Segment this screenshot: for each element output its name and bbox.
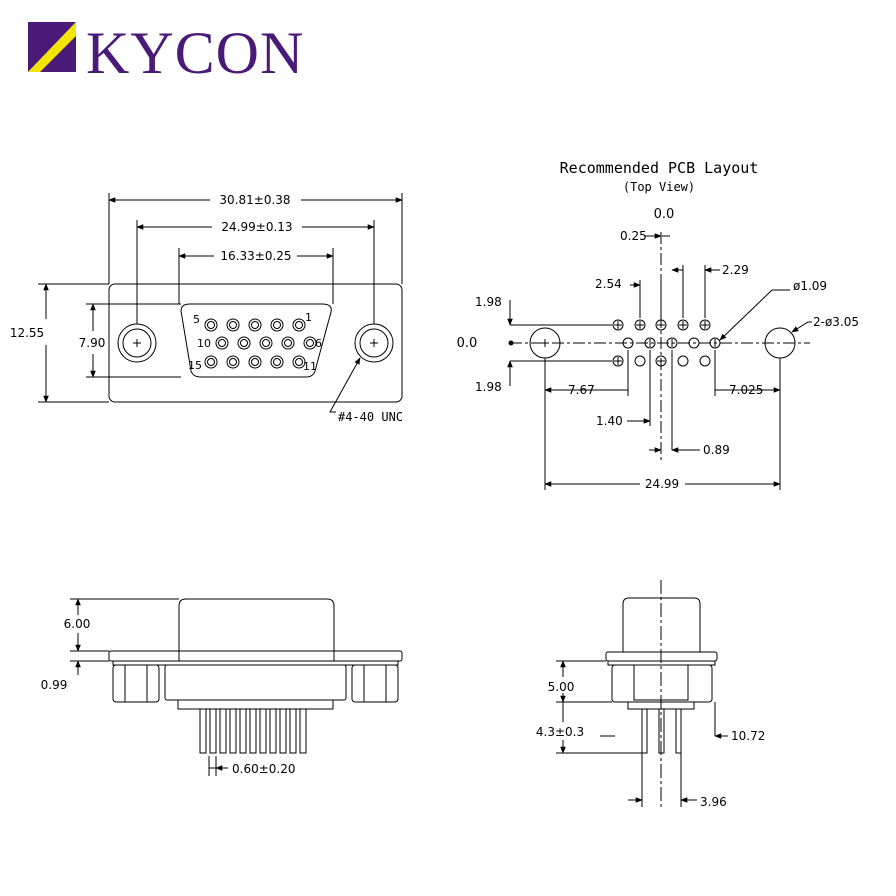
front-view-labels: 30.81±0.38 24.99±0.13 16.33±0.25 12.55 7…	[10, 193, 403, 424]
pin-label-6: 6	[315, 337, 322, 350]
end-pin-mid	[658, 708, 665, 754]
pcb-subtitle: (Top View)	[623, 180, 695, 194]
end-view	[556, 580, 728, 810]
pin-label-1: 1	[305, 311, 312, 324]
logo-triangle-purple-bottom	[40, 36, 76, 72]
pcb-layout-view	[507, 232, 812, 490]
pcb-origin-y: 0.0	[457, 336, 478, 351]
pcb-origin-x: 0.0	[654, 207, 675, 222]
front-view	[38, 193, 403, 413]
pcb-mount-spacing: 24.99	[645, 477, 679, 491]
kycon-logo: KYCON	[28, 20, 304, 86]
pcb-hole-dia: ø1.09	[793, 279, 827, 293]
mount-hole-left-inner	[122, 328, 152, 358]
pcb-layout-labels: Recommended PCB Layout (Top View) 0.0 0.…	[457, 159, 859, 491]
side-nut-left	[112, 664, 160, 703]
pin-label-10: 10	[197, 337, 211, 350]
end-shell	[622, 597, 701, 652]
pcb-holes-middle	[622, 337, 721, 349]
pcb-holes-top	[612, 319, 711, 331]
dim-end-tail: 4.3±0.3	[536, 725, 584, 739]
front-d-shell	[180, 303, 332, 378]
pcb-dim-140: 1.40	[596, 414, 623, 428]
pin-label-11: 11	[303, 360, 317, 373]
front-flange	[108, 283, 403, 403]
thread-note: #4-40 UNC	[338, 410, 403, 424]
pcb-row-top: 1.98	[475, 295, 502, 309]
pin-label-5: 5	[193, 313, 200, 326]
side-body	[164, 664, 347, 701]
pin-row-top	[204, 318, 306, 332]
side-flange	[108, 650, 403, 662]
side-view	[70, 598, 403, 776]
dim-shell-width: 16.33±0.25	[220, 249, 291, 263]
end-body	[611, 664, 713, 703]
dim-mounting-spacing: 24.99±0.13	[221, 220, 292, 234]
dim-flange: 0.99	[41, 678, 68, 692]
side-nut-right	[351, 664, 399, 703]
end-view-labels: 5.00 4.3±0.3 10.72 3.96	[536, 680, 765, 809]
dim-overall-height: 12.55	[10, 326, 44, 340]
end-pin-left	[641, 708, 648, 754]
dim-shell-height: 7.90	[79, 336, 106, 350]
dim-pin-pitch: 0.60±0.20	[232, 762, 296, 776]
pcb-row-bottom: 1.98	[475, 380, 502, 394]
dim-end-height: 5.00	[548, 680, 575, 694]
pcb-holes-bottom	[612, 355, 711, 367]
pcb-dim-254: 2.54	[595, 277, 622, 291]
pcb-dim-767: 7.67	[568, 383, 595, 397]
pcb-dim-7025: 7.025	[729, 383, 763, 397]
pcb-dim-229: 2.29	[722, 263, 749, 277]
pin-label-15: 15	[188, 359, 202, 372]
dim-overall-width: 30.81±0.38	[219, 193, 290, 207]
end-pin-right	[675, 708, 682, 754]
side-view-labels: 6.00 0.99 0.60±0.20	[41, 617, 296, 776]
side-shell	[178, 598, 335, 661]
pcb-title: Recommended PCB Layout	[560, 159, 759, 177]
pcb-dim-025: 0.25	[620, 229, 647, 243]
pin-row-bottom	[204, 355, 306, 369]
pcb-dim-089: 0.89	[703, 443, 730, 457]
logo-wordmark: KYCON	[86, 20, 304, 86]
pin-row-middle	[215, 336, 317, 350]
dim-end-depth: 10.72	[731, 729, 765, 743]
pcb-mount-hole: 2-ø3.05	[813, 315, 859, 329]
mount-hole-right-inner	[359, 328, 389, 358]
dim-row-spacing: 3.96	[700, 795, 727, 809]
side-pins	[199, 708, 307, 754]
dim-side-height: 6.00	[64, 617, 91, 631]
